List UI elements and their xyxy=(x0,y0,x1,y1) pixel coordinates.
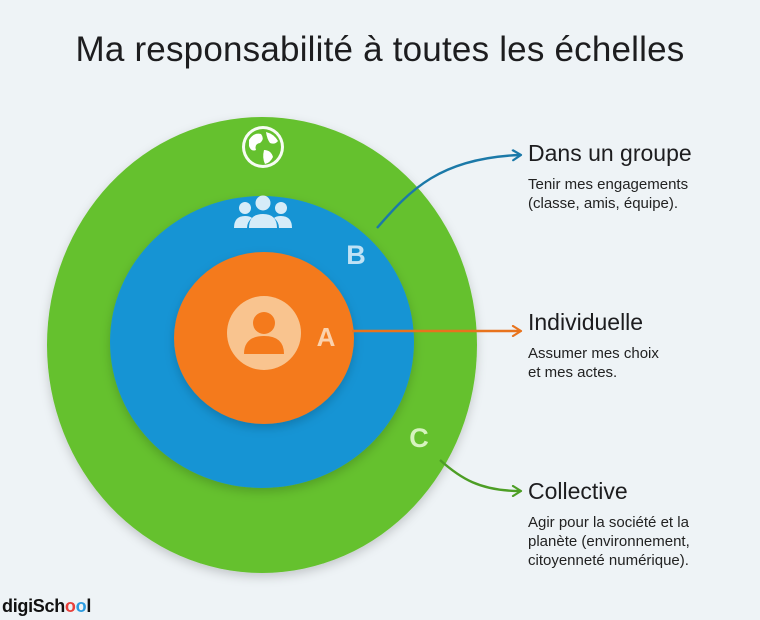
callout-collective-heading: Collective xyxy=(528,478,628,504)
callout-individual-heading: Individuelle xyxy=(528,309,644,335)
callout-group-heading: Dans un groupe xyxy=(528,140,692,166)
callout-collective-description: Agir pour la société et la planète (envi… xyxy=(528,514,690,569)
brand-logo: digiSchool xyxy=(2,596,92,616)
circle-letter-c: C xyxy=(409,423,429,453)
globe-icon xyxy=(242,126,284,168)
connector-arrow-collective xyxy=(439,459,520,491)
callout-individual-description: Assumer mes choix et mes actes. xyxy=(528,345,659,381)
circle-letter-b: B xyxy=(346,240,366,270)
page-title: Ma responsabilité à toutes les échelles xyxy=(75,30,685,69)
callout-collective: Collective Agir pour la société et la pl… xyxy=(528,478,753,570)
callout-group-description: Tenir mes engagements (classe, amis, équ… xyxy=(528,176,689,212)
callout-group: Dans un groupe Tenir mes engagements (cl… xyxy=(528,140,748,213)
callout-individual: Individuelle Assumer mes choix et mes ac… xyxy=(528,309,748,382)
group-icon xyxy=(234,195,292,228)
circle-letter-a: A xyxy=(317,322,336,352)
person-icon xyxy=(227,296,301,370)
connector-arrow-group xyxy=(376,155,520,229)
